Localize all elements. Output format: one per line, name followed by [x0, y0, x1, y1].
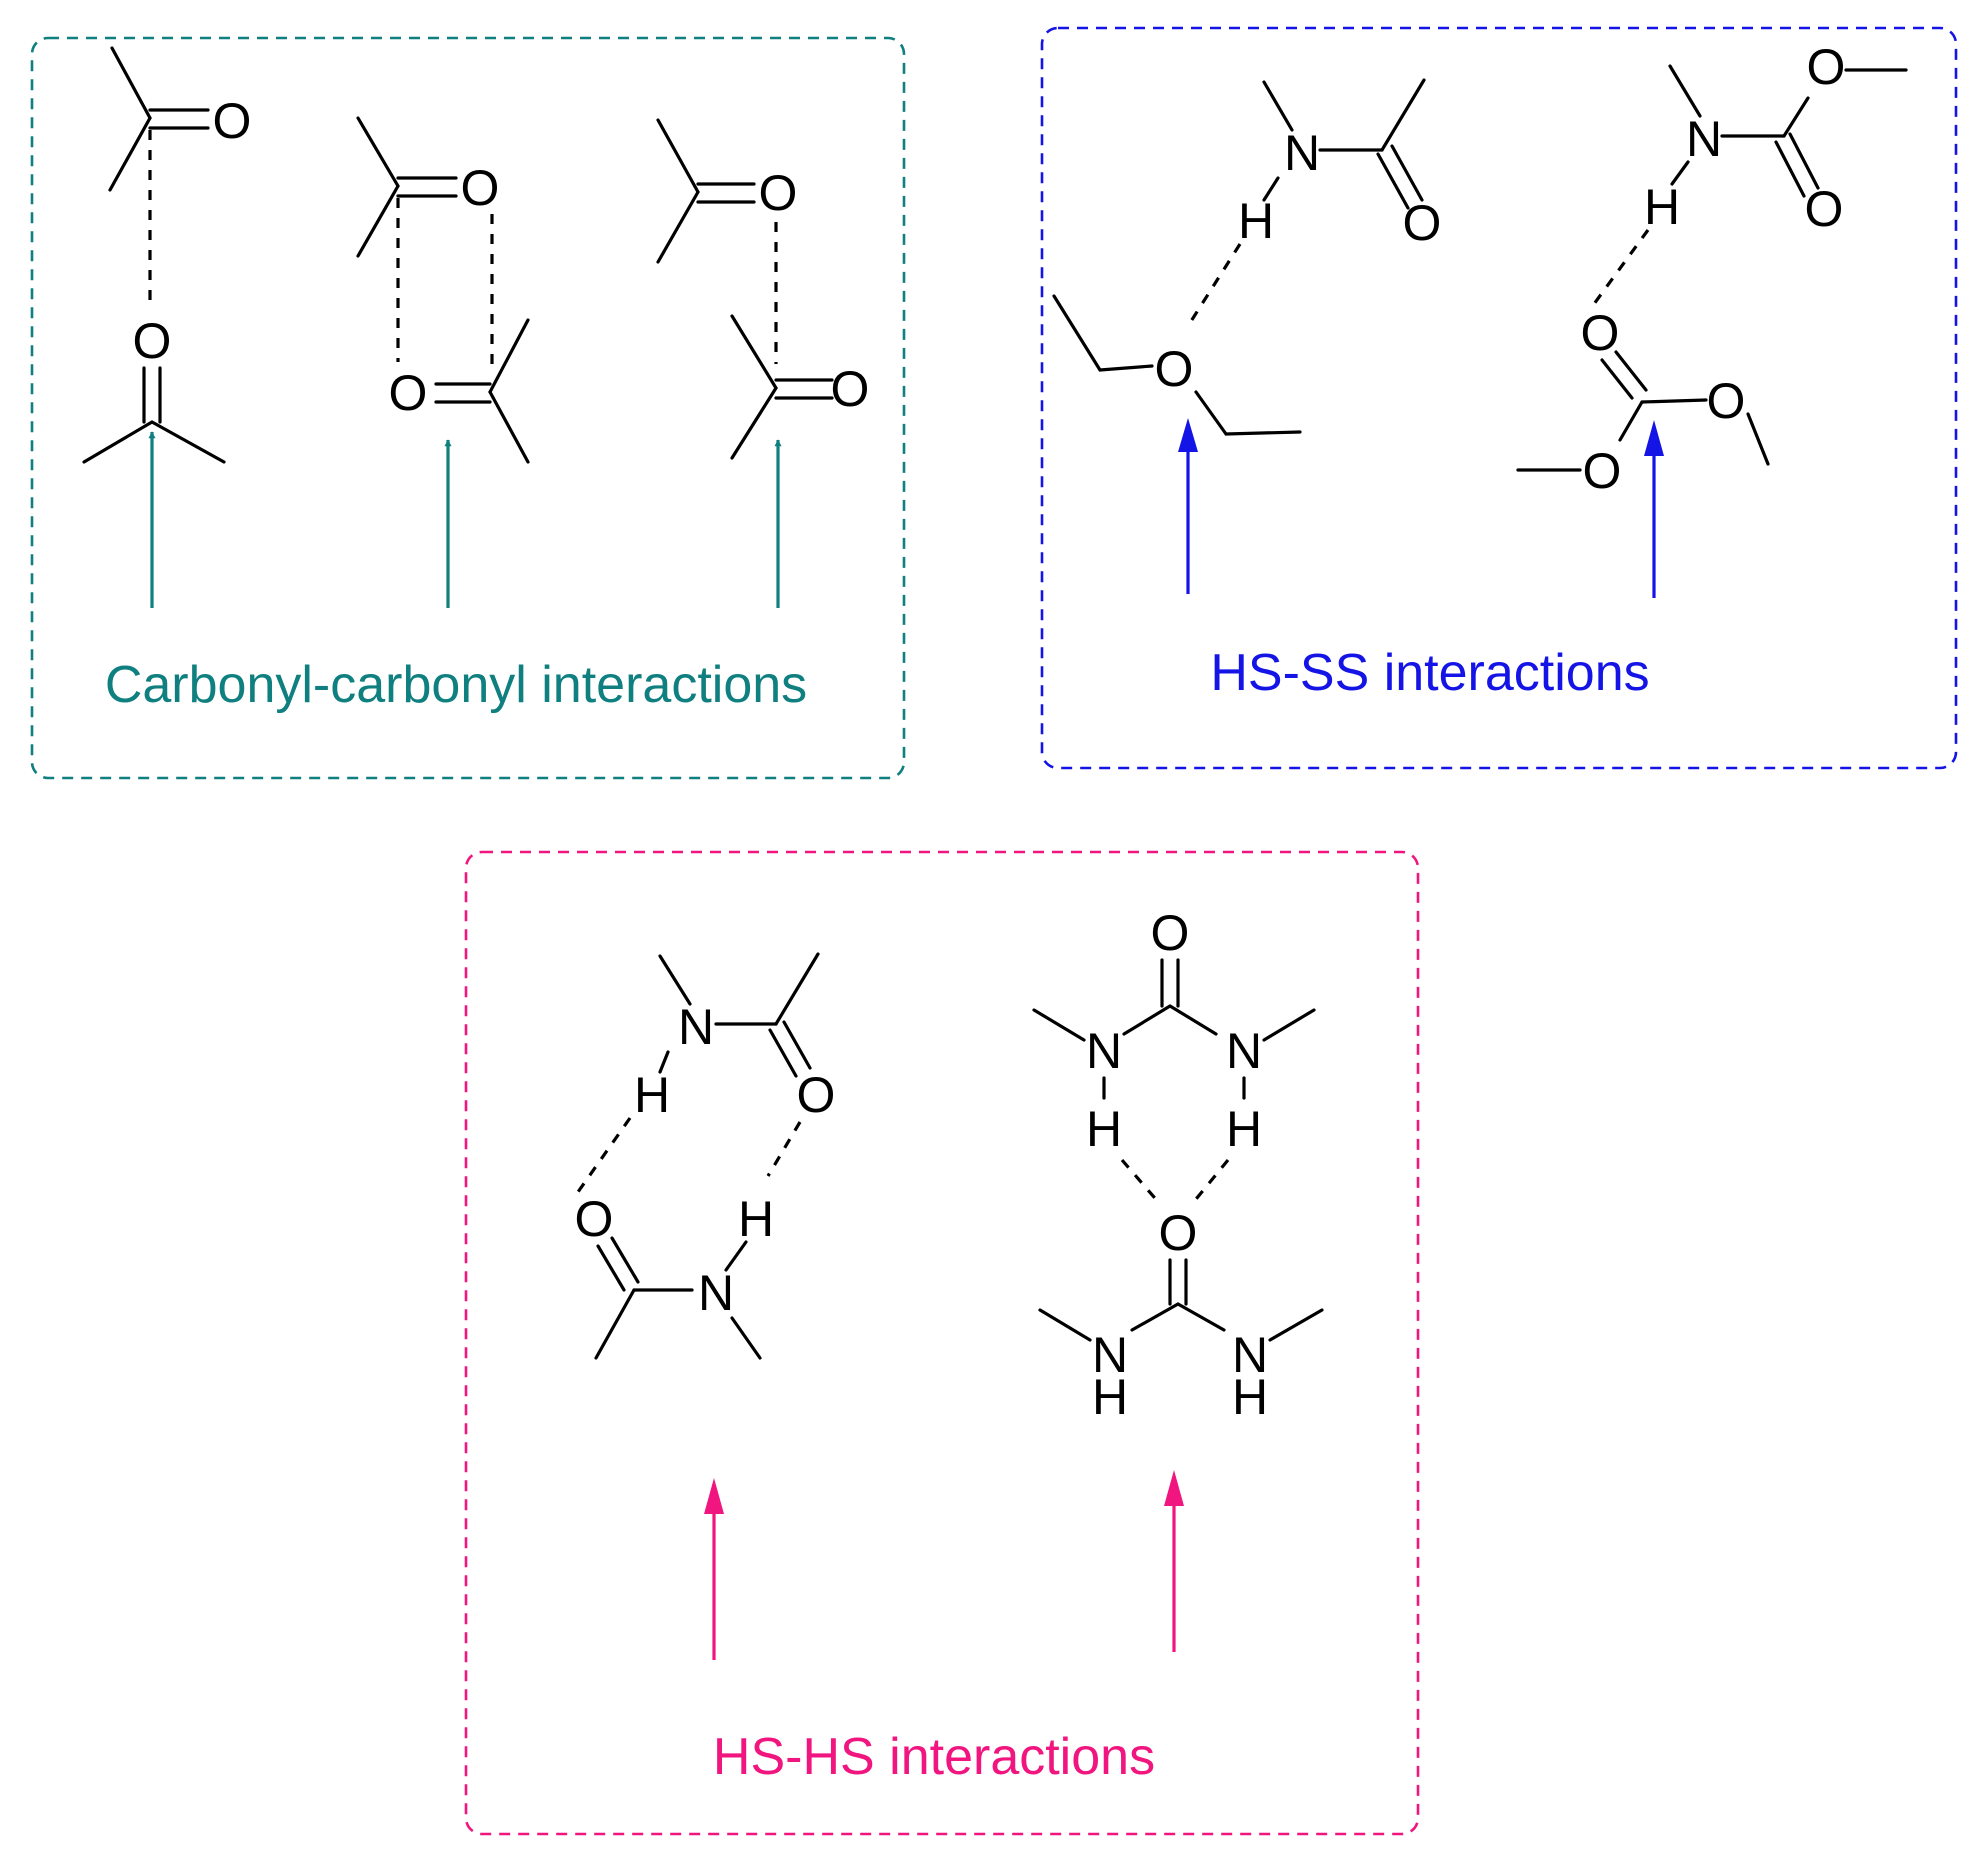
hydrogen-atom: H — [1238, 193, 1274, 249]
hydrogen-atom: H — [1086, 1101, 1122, 1157]
oxygen-atom: O — [1159, 1205, 1198, 1261]
oxygen-atom: O — [389, 365, 428, 421]
nitrogen-atom: N — [1284, 125, 1320, 181]
oxygen-atom: O — [1581, 305, 1620, 361]
oxygen-atom: O — [797, 1067, 836, 1123]
carbonyl-pair-1: O O — [82, 46, 252, 608]
oxygen-atom: O — [759, 165, 798, 221]
hydrogen-atom: H — [1092, 1369, 1128, 1425]
oxygen-atom: O — [1807, 39, 1846, 95]
blue-arrowhead — [1644, 420, 1664, 456]
oxygen-atom: O — [213, 93, 252, 149]
caption-carbonyl-carbonyl: Carbonyl-carbonyl interactions — [105, 656, 807, 714]
oxygen-atom: O — [461, 160, 500, 216]
panel-hs-hs: N O H H O N O — [464, 850, 1420, 1836]
oxygen-atom: O — [575, 1191, 614, 1247]
oxygen-atom: O — [1151, 905, 1190, 961]
nitrogen-atom: N — [1232, 1327, 1268, 1383]
amide-dimer: N O H H O N — [575, 952, 836, 1660]
oxygen-atom: O — [831, 361, 870, 417]
hydrogen-atom: H — [1226, 1101, 1262, 1157]
carbonyl-pair-3: O O — [656, 118, 870, 608]
oxygen-atom: O — [1707, 373, 1746, 429]
amide-ether-pair: N O H O — [1052, 78, 1442, 594]
nitrogen-atom: N — [1092, 1327, 1128, 1383]
panel-hs-hs-border — [464, 850, 1420, 1836]
panel-carbonyl-carbonyl: O O O O — [30, 36, 906, 780]
oxygen-atom: O — [1155, 341, 1194, 397]
panel-carbonyl-border — [30, 36, 906, 780]
carbamate-carbonate-pair: N O O H O O O — [1516, 39, 1908, 598]
caption-hs-ss: HS-SS interactions — [1210, 644, 1649, 702]
oxygen-atom: O — [1403, 195, 1442, 251]
hydrogen-atom: H — [1644, 179, 1680, 235]
carbonyl-pair-2: O O — [356, 116, 530, 608]
pink-arrowhead — [1164, 1470, 1184, 1506]
nitrogen-atom: N — [1086, 1023, 1122, 1079]
panel-hs-ss-border — [1040, 26, 1958, 770]
panel-hs-ss: N O H O N O O — [1040, 26, 1958, 770]
urea-pair: O N N H H O N N H H — [1032, 905, 1324, 1652]
hydrogen-atom: H — [634, 1067, 670, 1123]
oxygen-atom: O — [1805, 181, 1844, 237]
nitrogen-atom: N — [1226, 1023, 1262, 1079]
oxygen-atom: O — [133, 313, 172, 369]
blue-arrowhead — [1178, 418, 1198, 452]
caption-hs-hs: HS-HS interactions — [713, 1728, 1155, 1786]
hydrogen-atom: H — [738, 1191, 774, 1247]
nitrogen-atom: N — [1686, 111, 1722, 167]
oxygen-atom: O — [1583, 443, 1622, 499]
nitrogen-atom: N — [678, 999, 714, 1055]
pink-arrowhead — [704, 1478, 724, 1514]
hydrogen-atom: H — [1232, 1369, 1268, 1425]
nitrogen-atom: N — [698, 1265, 734, 1321]
